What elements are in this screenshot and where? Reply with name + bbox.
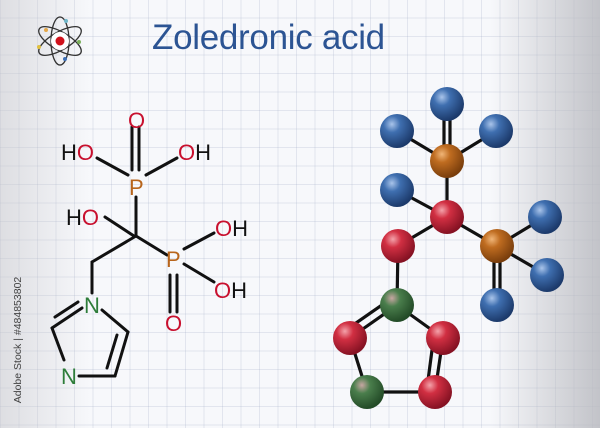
page-title: Zoledronic acid (152, 18, 385, 57)
atom-o3 (479, 114, 513, 148)
atom-o5 (528, 200, 562, 234)
label-oh-top-right: OH (178, 140, 211, 165)
atom-p1 (430, 144, 464, 178)
atom-c5 (418, 375, 452, 409)
atom-c4 (426, 321, 460, 355)
atom-o1 (430, 87, 464, 121)
label-p-right: P (166, 247, 181, 272)
atom-c3 (333, 321, 367, 355)
atom-n1 (380, 288, 414, 322)
atom-o6 (530, 258, 564, 292)
atom-p2 (480, 229, 514, 263)
atom-c1 (430, 200, 464, 234)
label-n-ring-bottom: N (61, 364, 77, 389)
left-shadow (0, 0, 90, 428)
label-o-top: O (128, 108, 145, 133)
label-o-bottom: O (165, 311, 182, 336)
atom-n2 (350, 375, 384, 409)
atom-o4 (380, 173, 414, 207)
label-ho-top-left: HO (61, 140, 94, 165)
atom-c2 (381, 229, 415, 263)
label-oh-right-upper: OH (215, 216, 248, 241)
label-p-top: P (129, 175, 144, 200)
label-oh-right-lower: OH (214, 278, 247, 303)
label-n-ring-top: N (84, 293, 100, 318)
label-ho-mid: HO (66, 205, 99, 230)
atom-o2 (380, 114, 414, 148)
atom-o7 (480, 288, 514, 322)
